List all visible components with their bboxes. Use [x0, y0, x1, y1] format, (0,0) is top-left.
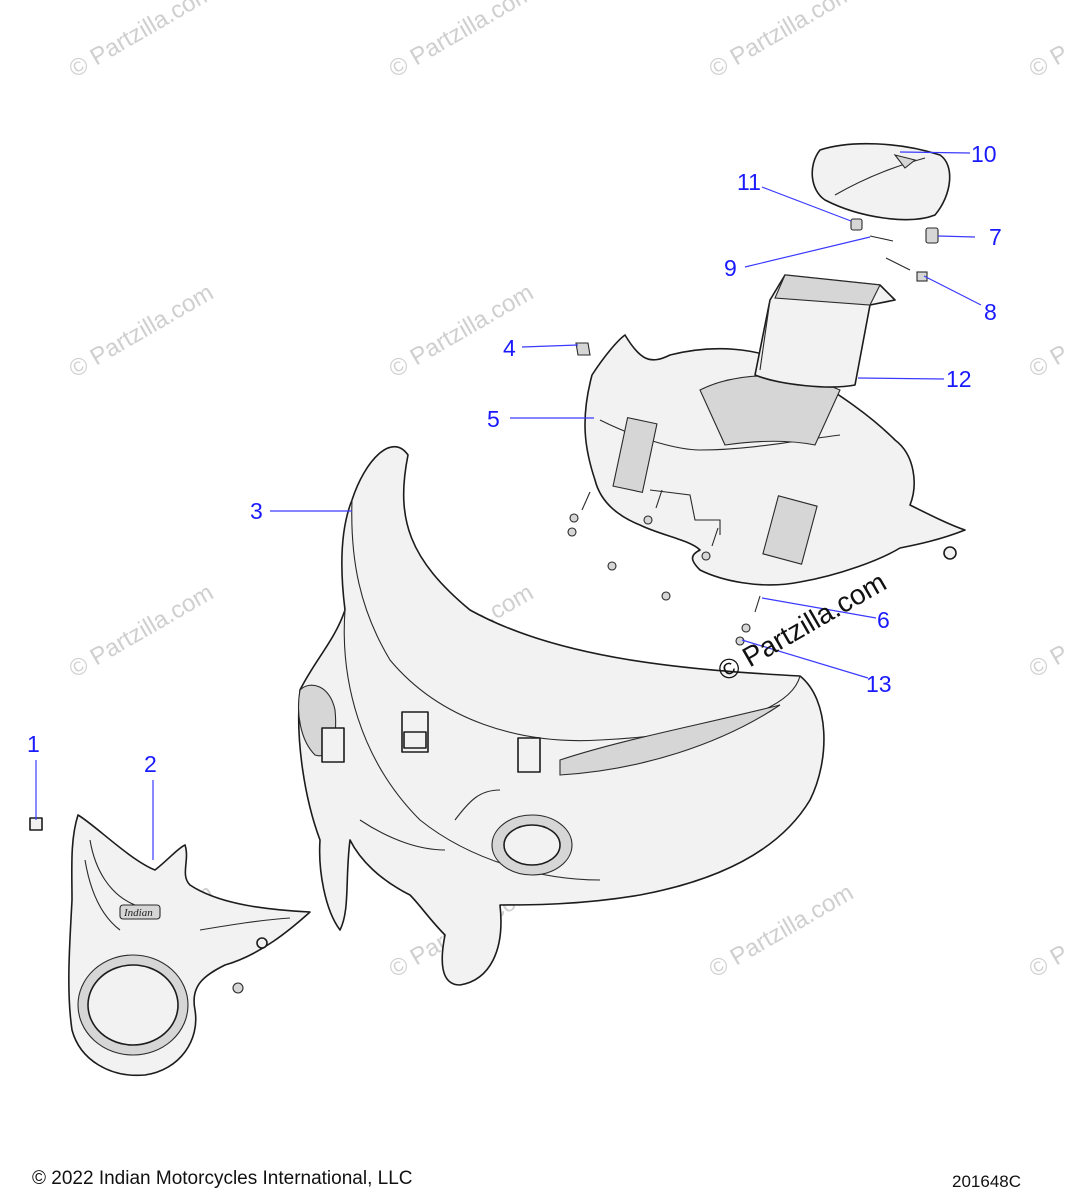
pin-9	[869, 235, 894, 242]
headlight-trim: Indian	[68, 814, 311, 1077]
hardware	[567, 218, 939, 646]
watermark: © Partzilla.com	[385, 279, 539, 383]
indian-badge-text: Indian	[123, 907, 153, 919]
screw-6	[754, 595, 761, 613]
callout-5: 5	[487, 406, 500, 432]
clip-1	[29, 817, 43, 831]
callout-6: 6	[877, 607, 890, 633]
callouts: 1 2 3 4 5 6 7 8 9 10 11 12 13	[27, 141, 1002, 777]
copyright-notice: © 2022 Indian Motorcycles International,…	[32, 1168, 413, 1189]
drawing-number: 201648C	[952, 1172, 1022, 1191]
callout-8: 8	[984, 299, 997, 325]
inner-fairing	[584, 334, 966, 586]
watermark: © Partzilla.com	[65, 0, 219, 83]
watermark-dark: © Partzilla.com	[713, 566, 892, 687]
watermark: © Partzilla.com	[705, 879, 859, 983]
bumper-11	[850, 218, 863, 231]
callout-4: 4	[503, 335, 516, 361]
storage-bin	[754, 274, 896, 388]
callout-12: 12	[946, 366, 972, 392]
callout-11: 11	[737, 169, 761, 195]
clip-4	[575, 342, 591, 356]
callout-1: 1	[27, 731, 40, 757]
watermark: © Partzilla.com	[1025, 279, 1066, 383]
watermark: © Partzilla.com	[705, 0, 859, 83]
spring-8	[916, 271, 928, 282]
watermark: © Partzilla.com	[385, 0, 539, 83]
latch-7	[925, 227, 939, 244]
callout-9: 9	[724, 255, 737, 281]
callout-7: 7	[989, 224, 1002, 250]
screw	[232, 982, 244, 994]
watermark: © Partzilla.com	[1025, 879, 1066, 983]
leader-lines	[35, 151, 982, 860]
callout-2: 2	[144, 751, 157, 777]
watermark: © Partzilla.com	[1025, 579, 1066, 683]
watermark: © Partzilla.com	[65, 579, 219, 683]
watermark: © Partzilla.com	[65, 279, 219, 383]
callout-3: 3	[250, 498, 263, 524]
storage-lid	[811, 142, 951, 221]
callout-10: 10	[971, 141, 997, 167]
watermark: © Partzilla.com	[1025, 0, 1066, 83]
callout-13: 13	[866, 671, 892, 697]
outer-fairing	[297, 445, 825, 986]
